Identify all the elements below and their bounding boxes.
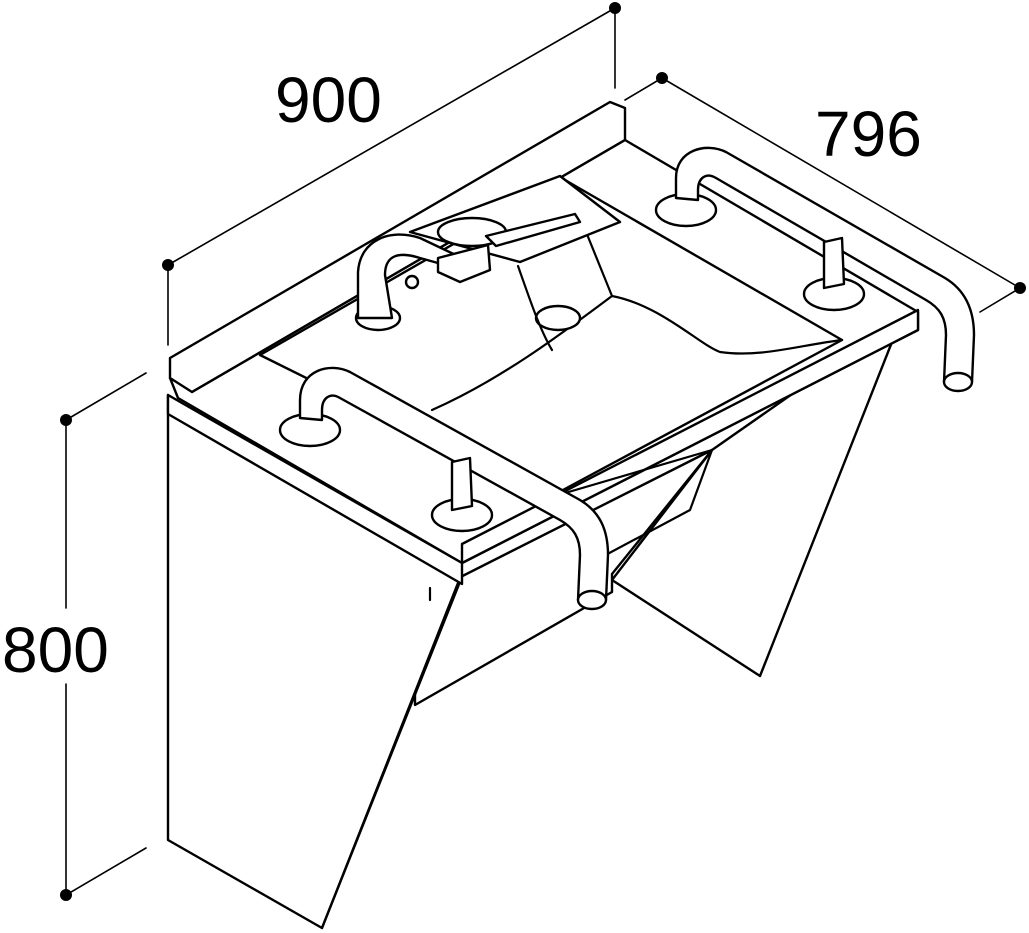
width-dimension: 900: [162, 2, 621, 346]
depth-dimension-end-dot: [1014, 282, 1026, 294]
width-dimension-label: 900: [275, 64, 382, 136]
cabinet: [166, 340, 894, 930]
depth-dimension-start-dot: [656, 72, 668, 84]
left-grab-bar-rail: [298, 366, 610, 602]
faucet: [354, 212, 582, 332]
countertop-left-edge: [166, 393, 464, 586]
left-grab-bar: [278, 366, 610, 611]
faucet-pop-up-knob: [404, 274, 420, 290]
basin-drain: [534, 304, 582, 332]
right-grab-bar-rail: [674, 146, 976, 384]
faucet-lever: [484, 212, 582, 248]
faucet-mixer-body: [436, 243, 492, 284]
left-grab-bar-end-cap: [576, 589, 608, 611]
depth-dimension-label: 796: [815, 98, 922, 170]
right-grab-bar: [654, 146, 976, 393]
height-dimension-end-dot: [60, 889, 72, 901]
right-grab-bar-end-cap: [942, 371, 974, 393]
height-dimension: 800: [2, 372, 147, 901]
depth-dimension: 796: [624, 72, 1026, 313]
right-grab-bar-front-post: [822, 236, 846, 290]
width-dimension-end-dot: [609, 2, 621, 14]
left-grab-bar-front-post: [450, 456, 474, 512]
height-dimension-start-dot: [60, 414, 72, 426]
width-dimension-start-dot: [162, 259, 174, 271]
height-dimension-label: 800: [2, 614, 109, 686]
